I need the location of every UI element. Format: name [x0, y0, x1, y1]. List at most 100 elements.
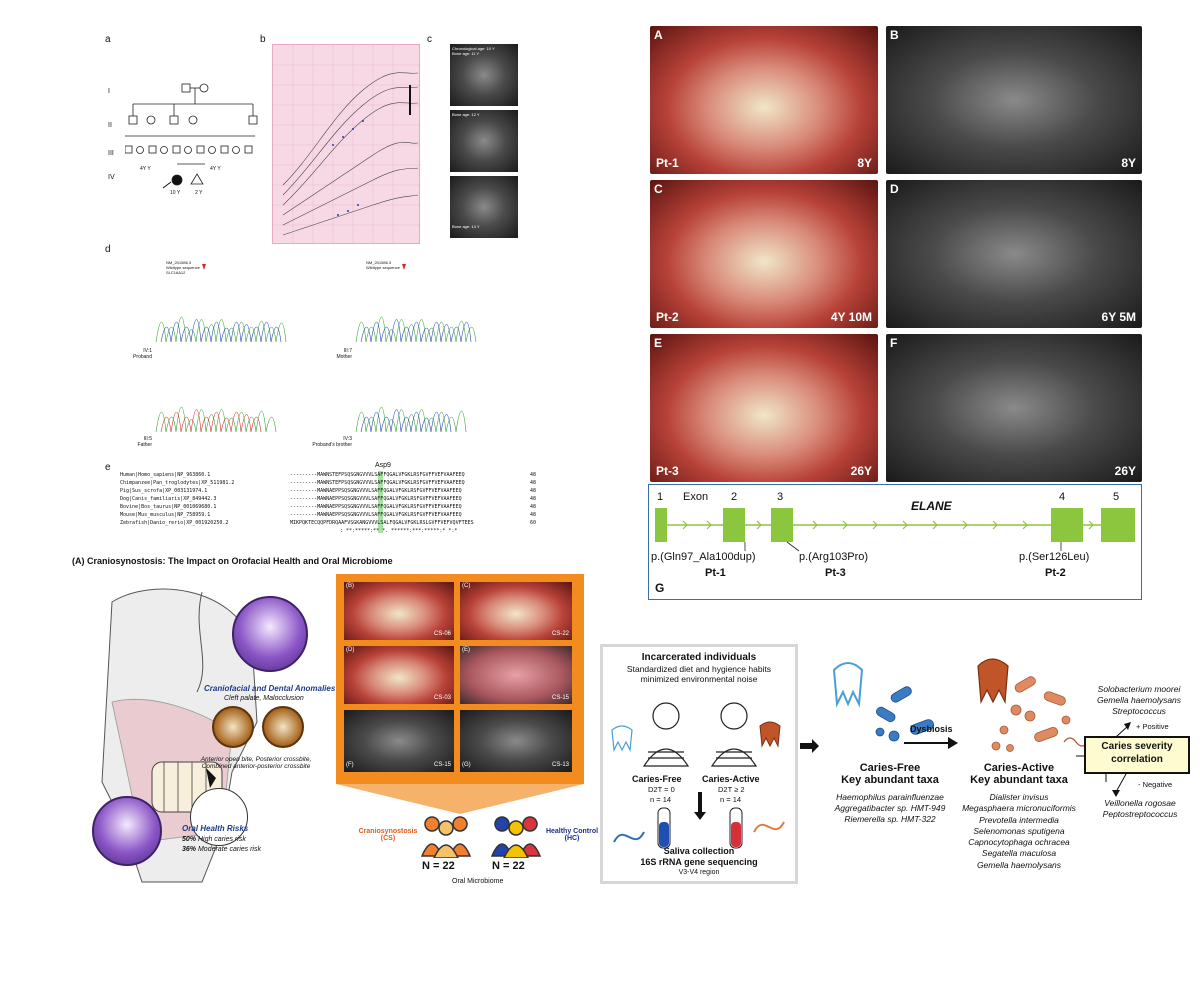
age-label: 8Y [1121, 156, 1136, 170]
patient-label: Pt-1 [656, 156, 679, 170]
risk-high-pct: 50% [182, 836, 197, 843]
sequence-alignment: Asp9 Human|Homo_sapiens|NP_963860.1-----… [120, 462, 540, 542]
panel-letter: B [890, 28, 899, 42]
exon-number: 1 [657, 491, 664, 503]
pedigree-note: 4Y Y [210, 166, 221, 172]
photo-code: CS-15 [552, 695, 570, 701]
ca-taxon: Gemella haemolysans [976, 859, 1062, 870]
residue-count: 48 [530, 496, 537, 502]
clinical-photo [460, 582, 572, 640]
pedigree-note: 4Y Y [140, 166, 151, 172]
bite-text: Anterior open bite, Posterior crossbite,… [200, 756, 312, 770]
clinical-photo [344, 646, 454, 704]
generation-label: II [108, 122, 112, 129]
species-name: Zebrafish|Danio_rerio|XP_001920250.2 [120, 520, 229, 526]
figure-genetics: a b c d e I II III IV 10 Y 2 Y [100, 30, 540, 550]
intraoral-photo: E Pt-3 26Y [650, 334, 878, 482]
panoramic-xray: D 6Y 5M [886, 180, 1142, 328]
residue-count: 48 [530, 472, 537, 478]
generation-label: I [108, 88, 110, 95]
pedigree-symbols [125, 83, 258, 189]
box-title: Incarcerated individuals [641, 652, 757, 663]
exon-number: 4 [1059, 491, 1066, 503]
photo-letter: (G) [462, 762, 471, 768]
variant-patient: Pt-1 [705, 567, 726, 579]
panel-letter-e: e [105, 462, 111, 473]
species-name: Pig|Sus_scrofa|XP_003131974.1 [120, 488, 208, 494]
variant-label: p.(Gln97_Ala100dup) [651, 551, 756, 563]
species-name: Human|Homo_sapiens|NP_963860.1 [120, 472, 211, 478]
exon-number: 3 [777, 491, 784, 503]
growth-chart [272, 44, 421, 245]
photo-letter: (F) [346, 762, 354, 768]
negative-taxon: Peptostreptococcus [1102, 809, 1178, 819]
panel-letter: E [654, 336, 663, 350]
negative-arrow-icon [1112, 774, 1127, 797]
intraoral-photo: C Pt-2 4Y 10M [650, 180, 878, 328]
gene-diagram: 1 Exon 2 3 4 5 ELANE p.(Gln97_Ala100dup)… [648, 484, 1142, 600]
hc-group-label: Healthy Control (HC) [545, 828, 599, 842]
alignment-row: Pig|Sus_scrofa|XP_003131974.1 ---------MA… [120, 488, 540, 496]
protein-sequence: ---------MAWNAEPPSQSGNGVVVLSAFFQGALVFGKL… [290, 496, 462, 502]
variant-patient: Pt-3 [825, 567, 846, 579]
growth-curves [273, 45, 421, 245]
panoramic-xray: F 26Y [886, 334, 1142, 482]
cf-taxon: Riemerella sp. HMT-322 [844, 814, 936, 824]
xray-caption: Chronological age: 10 Y Bone age: 11 Y [452, 46, 495, 56]
risk-mod-label: Moderate caries risk [197, 846, 261, 853]
exon-number: 2 [731, 491, 738, 503]
severity-connector [1076, 755, 1086, 757]
risk-high-label: High caries risk [197, 836, 246, 843]
alignment-row: Zebrafish|Danio_rerio|XP_001920250.2 MIKP… [120, 520, 540, 528]
photo-letter: (E) [462, 647, 470, 653]
risks-title: Oral Health Risks [182, 824, 249, 833]
pedigree-chart: I II III IV 10 Y 2 Y 4Y Y 4Y Y [100, 50, 265, 210]
flow-arrow-icon [800, 739, 819, 753]
cf-taxon: Aggregatibacter sp. HMT-949 [834, 803, 946, 813]
sample-label: IV:3 Proband's brother [312, 436, 352, 448]
photo-code: CS-06 [434, 631, 452, 637]
cs-people-icon [418, 814, 474, 859]
hc-count: N = 22 [492, 860, 525, 872]
protein-sequence: ---------MAWNAEPPSQSGNGVVVLSAFFQGALVFGKL… [290, 488, 462, 494]
panel-letter-b: b [260, 34, 266, 45]
protein-sequence: ---------MAWNAEPPSQSGNGVVVLSAFFQGALVFGKL… [290, 504, 462, 510]
hand-xray-image [450, 44, 518, 106]
figure-craniosynostosis: (A) Craniosynostosis: The Impact on Orof… [72, 556, 612, 906]
alignment-row: Human|Homo_sapiens|NP_963860.1---------M… [120, 472, 540, 480]
variant-label: p.(Ser126Leu) [1019, 551, 1090, 563]
region-label: V3-V4 region [678, 869, 720, 876]
alignment-row: Mouse|Mus_musculus|NP_758959.1---------M… [120, 512, 540, 520]
clinical-xray [344, 710, 454, 772]
clinical-photo [460, 646, 572, 704]
panel-letter: D [890, 182, 899, 196]
variant-patient: Pt-2 [1045, 567, 1066, 579]
risk-moderate: 36% Moderate caries risk [182, 846, 261, 853]
open-bite-icon [212, 706, 254, 748]
protein-sequence: MIKPQKTECQQPFDRQAAFVSGKANGVVVLSALFQGALVF… [290, 520, 474, 526]
age-label: 26Y [850, 464, 872, 478]
figure-title: (A) Craniosynostosis: The Impact on Orof… [72, 556, 393, 566]
ca-taxon: Prevotella intermedia [979, 814, 1059, 825]
protein-sequence: ---------MAWNSTEFPSQSGNGVVVLSAFFQGALVFGK… [290, 480, 465, 486]
severity-box [1084, 736, 1190, 774]
highlight-column [378, 471, 383, 533]
positive-taxon: Gemella haemolysans [1096, 695, 1182, 705]
ca-taxon: Capnocytophaga ochracea [968, 837, 1070, 848]
panel-letter: A [654, 28, 663, 42]
hand-xray-image [450, 110, 518, 172]
sample-label: III:5 Father [137, 436, 152, 448]
ca-taxon: Megasphaera micronuciformis [962, 803, 1076, 814]
risk-mod-pct: 36% [182, 846, 197, 853]
exon-number: 5 [1113, 491, 1120, 503]
figure-caries-microbiome: Incarcerated individuals Standardized di… [598, 642, 1194, 888]
risk-high: 50% High caries risk [182, 836, 246, 843]
crossbite-icon [262, 706, 304, 748]
photo-letter: (B) [346, 583, 354, 589]
hand-xray-image [450, 176, 518, 238]
caries-free-microbes [832, 662, 934, 742]
figure-elane: A Pt-1 8Y B 8Y C Pt-2 4Y 10M D 6Y 5M E P… [648, 26, 1148, 601]
